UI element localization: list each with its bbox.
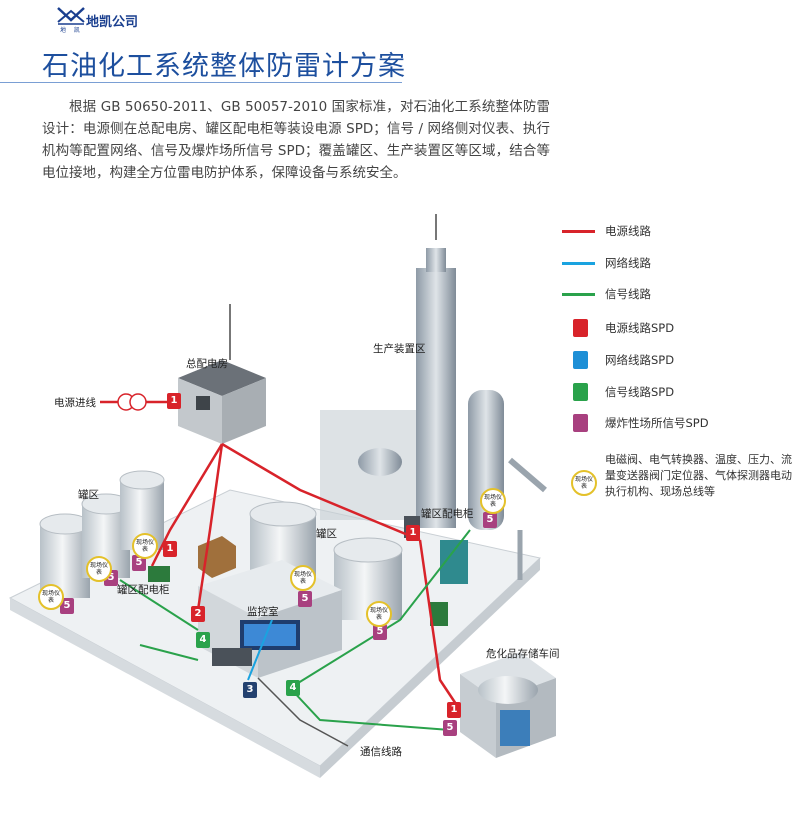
signal-lines — [119, 529, 471, 731]
network-spd-badge: 2 — [191, 606, 205, 622]
company-name: 地凯公司 — [86, 15, 139, 30]
explosive-spd-badge: 5 — [132, 555, 146, 571]
signal-spd-badge: 4 — [196, 632, 210, 648]
legend-label: 网络线路SPD — [605, 353, 675, 367]
label-comm-line: 通信线路 — [360, 746, 402, 758]
hazmat-warehouse — [460, 652, 556, 758]
legend-label: 信号线路SPD — [605, 385, 675, 399]
ground-edge — [10, 598, 320, 778]
ground-edge — [320, 558, 540, 778]
explosive-spd-badge: 5 — [60, 598, 74, 614]
signal-spd-swatch — [573, 383, 588, 401]
power-spd-badge: 1 — [406, 525, 420, 541]
power-spd-badge: 1 — [447, 702, 461, 718]
legend-label: 爆炸性场所信号SPD — [605, 416, 709, 430]
label-main-power-room: 总配电房 — [186, 358, 228, 370]
explosive-spd-badge: 5 — [483, 512, 497, 528]
junction-box — [430, 602, 448, 626]
legend-instrument-icon: 现场仪表 — [571, 470, 597, 496]
label-tank-panel-right: 罐区配电柜 — [421, 508, 474, 520]
control-room — [198, 560, 342, 678]
company-logo-icon — [57, 7, 85, 25]
legend-label: 电源线路 — [605, 224, 651, 238]
label-tank-panel-left: 罐区配电柜 — [117, 584, 170, 596]
legend-instruments-text: 电磁阀、电气转换器、温度、压力、流量变送器阀门定位器、气体探测器电动执行机构、现… — [605, 453, 792, 498]
plant-illustration — [8, 214, 556, 778]
label-tank-area-left: 罐区 — [78, 489, 99, 501]
power-spd-swatch — [573, 319, 588, 337]
production-unit — [320, 214, 547, 580]
field-instrument-icon: 现场仪表 — [86, 556, 112, 582]
field-instrument-icon: 现场仪表 — [290, 565, 316, 591]
field-instrument-icon: 现场仪表 — [132, 533, 158, 559]
power-spd-badge: 1 — [167, 393, 181, 409]
page-title: 石油化工系统整体防雷计方案 — [42, 51, 406, 82]
network-lines — [247, 619, 273, 681]
label-control-room: 监控室 — [247, 606, 279, 618]
legend-label: 电源线路SPD — [605, 321, 675, 335]
explosive-spd-badge: 5 — [298, 591, 312, 607]
power-line-swatch — [562, 230, 595, 233]
main-power-room — [178, 304, 266, 444]
field-instrument-icon: 现场仪表 — [480, 488, 506, 514]
network-spd-swatch — [573, 351, 588, 369]
power-spd-badge: 1 — [163, 541, 177, 557]
legend-label: 信号线路 — [605, 287, 651, 301]
transformer-icon — [117, 393, 147, 411]
explosive-spd-badge: 5 — [443, 720, 457, 736]
label-hazmat-warehouse: 危化品存储车间 — [486, 648, 560, 660]
explosive-spd-badge: 5 — [373, 624, 387, 640]
title-underline — [0, 82, 402, 83]
signal-spd-badge: 4 — [286, 680, 300, 696]
label-tank-area-center: 罐区 — [316, 528, 337, 540]
field-instrument-icon: 现场仪表 — [38, 584, 64, 610]
comm-line — [257, 677, 349, 747]
legend-label: 网络线路 — [605, 256, 651, 270]
intro-paragraph: 根据 GB 50650-2011、GB 50057-2010 国家标准，对石油化… — [42, 99, 550, 181]
network-line-swatch — [562, 262, 595, 265]
label-production-area: 生产装置区 — [373, 343, 426, 355]
label-power-inlet: 电源进线 — [54, 397, 96, 409]
network-spd-badge: 3 — [243, 682, 257, 698]
explosive-spd-swatch — [573, 414, 588, 432]
signal-line-swatch — [562, 293, 595, 296]
logo-mark-text: 地 凯 — [60, 27, 83, 34]
field-instrument-icon: 现场仪表 — [366, 601, 392, 627]
